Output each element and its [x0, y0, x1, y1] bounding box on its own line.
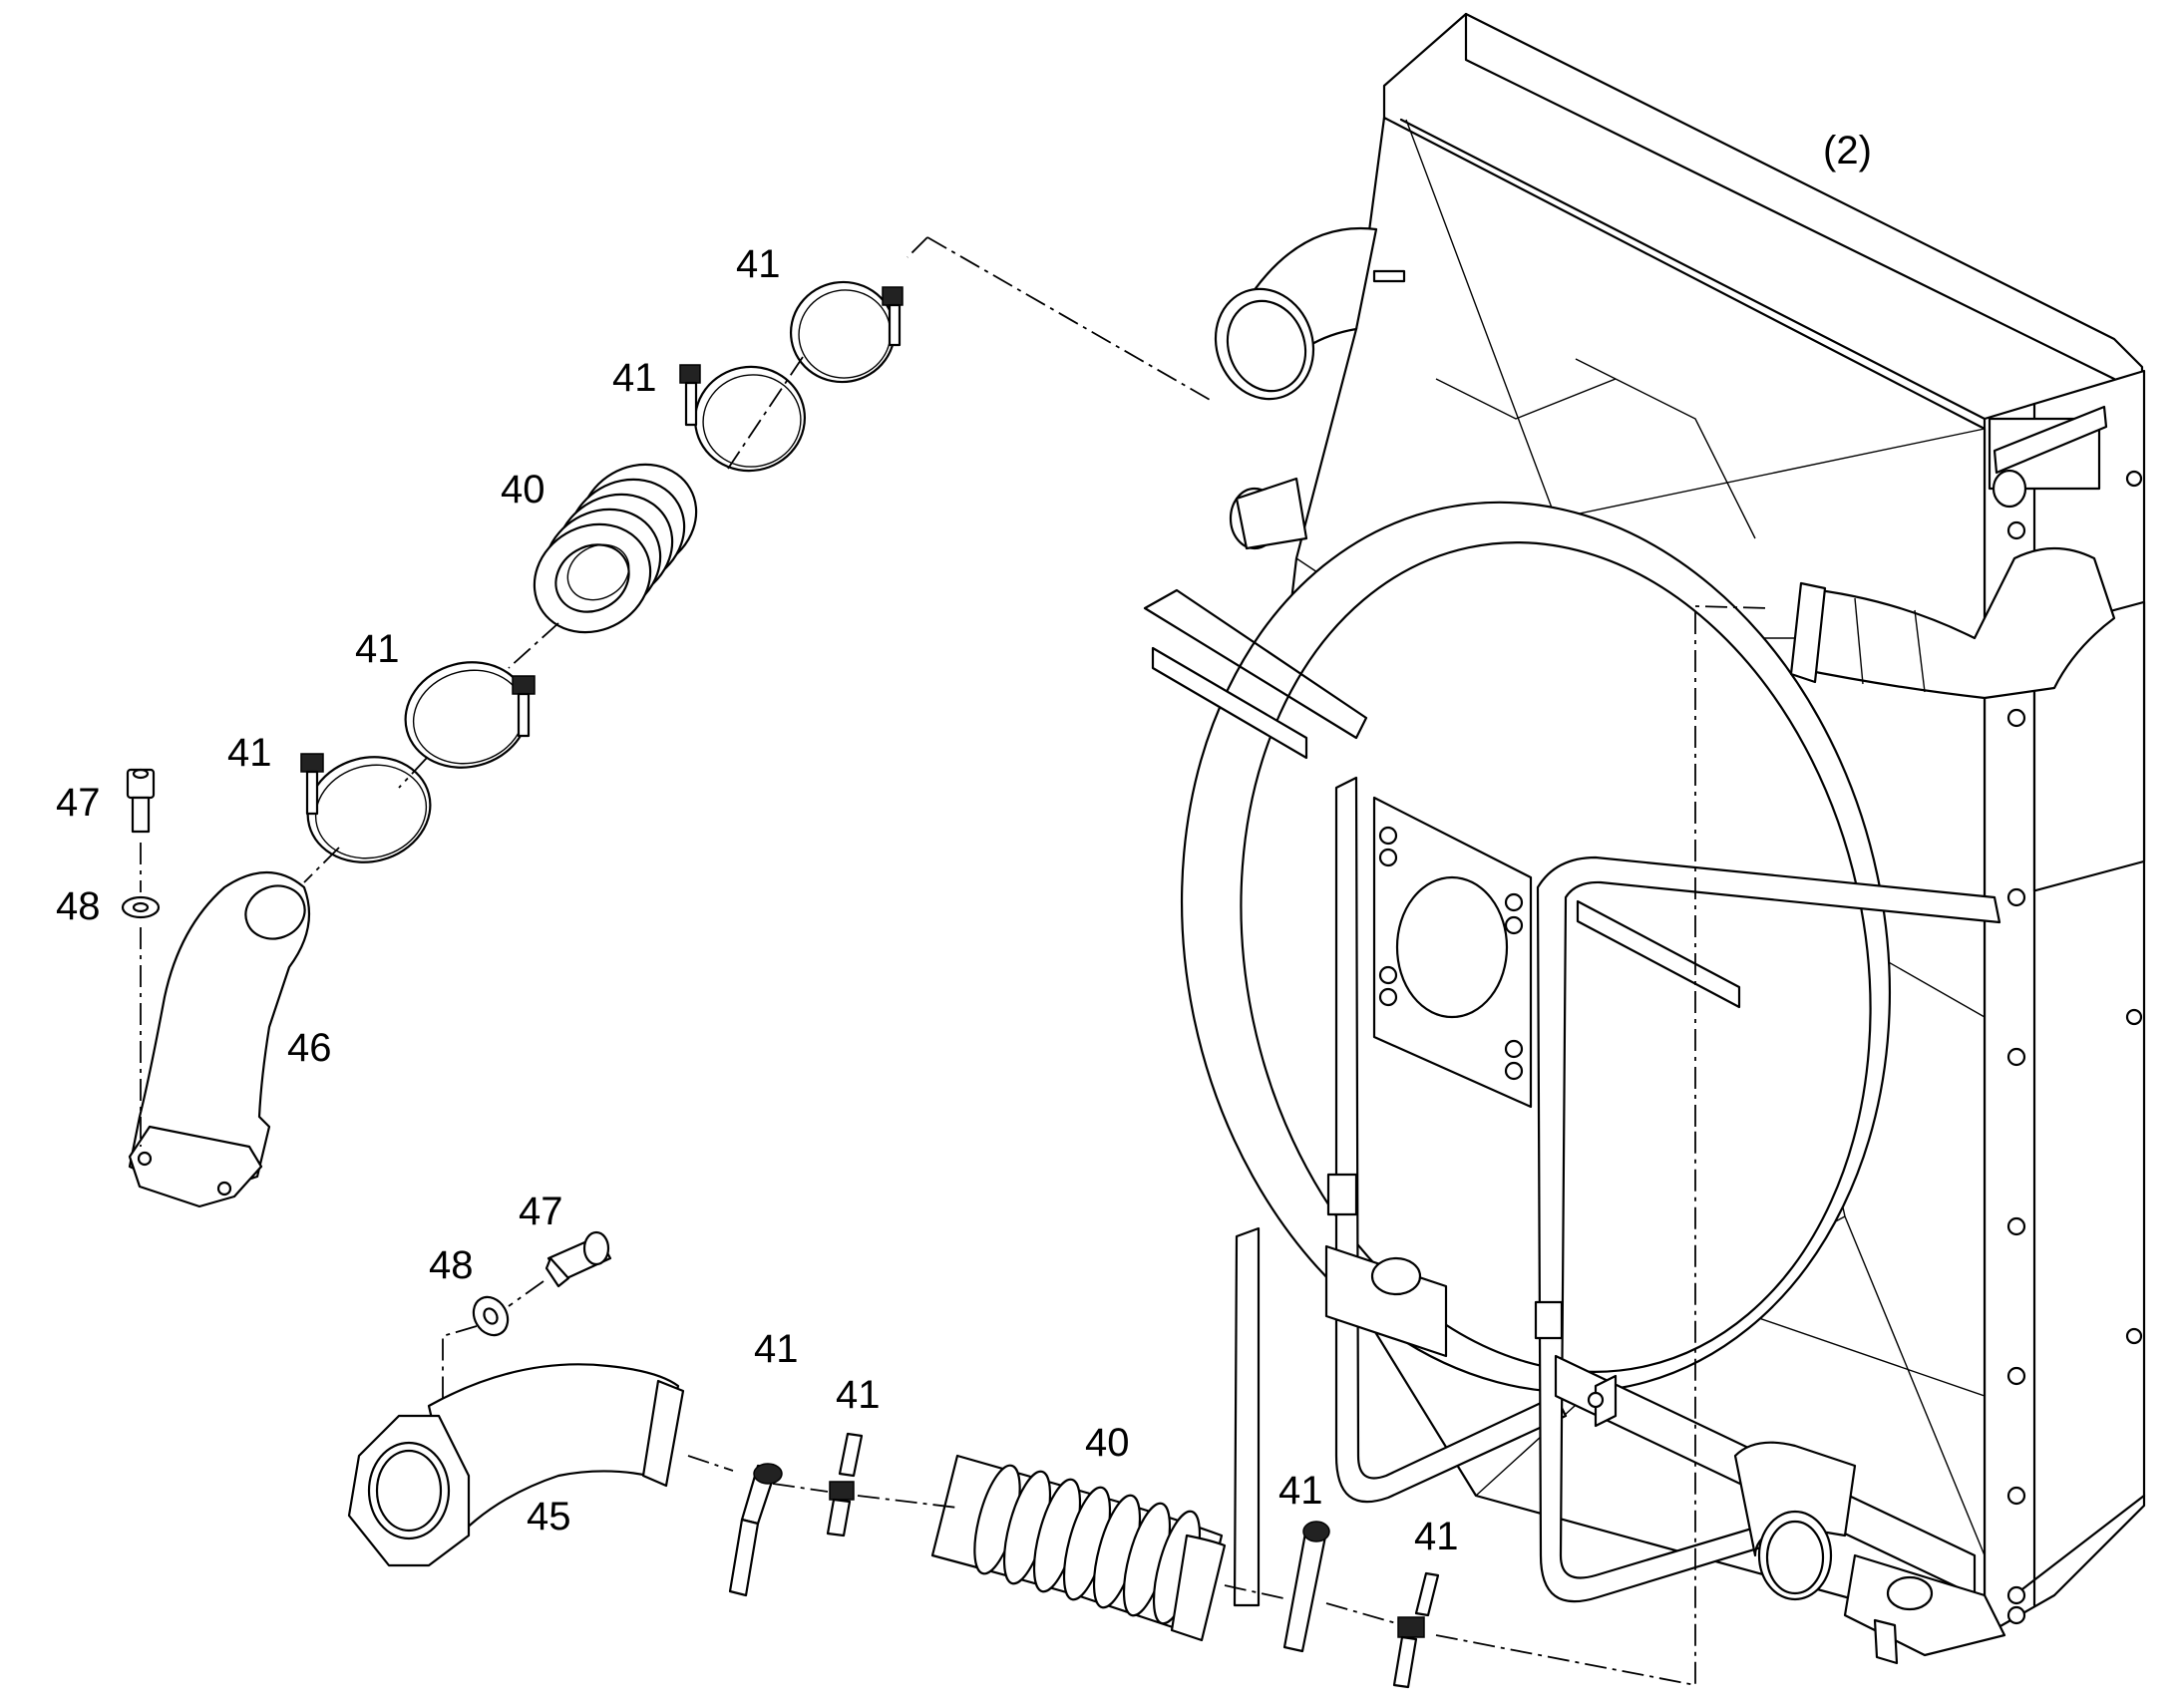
- motor-mount-plate: [1372, 796, 1533, 1109]
- radiator-assembly: [1143, 12, 2146, 1665]
- right-elbow-hose: [1789, 546, 2116, 700]
- hose-clamp-2: [679, 364, 807, 473]
- callout-41-f: 41: [836, 1373, 881, 1417]
- callout-41-h: 41: [1414, 1515, 1459, 1558]
- hose-clamp-5: [728, 1463, 783, 1597]
- assembly-label: (2): [1823, 129, 1872, 172]
- callout-46: 46: [287, 1026, 332, 1070]
- cap-screw-upper: [126, 768, 156, 834]
- intake-elbow-upper: [128, 870, 311, 1208]
- hose-clamp-4: [300, 753, 432, 863]
- guard-frame: [1143, 588, 2001, 1607]
- callout-45: 45: [527, 1495, 571, 1538]
- bellows-hose-lower: [930, 1454, 1227, 1642]
- hose-clamp-3: [404, 661, 536, 769]
- washer-lower: [472, 1295, 510, 1337]
- callout-48-upper: 48: [56, 884, 101, 928]
- hose-clamp-1: [789, 280, 904, 384]
- bottom-base: [1324, 1244, 2026, 1665]
- callout-41-c: 41: [355, 627, 400, 671]
- assembly-centerlines: [140, 236, 1771, 1687]
- hose-clamp-8: [1392, 1571, 1440, 1689]
- hose-clamp-6: [826, 1432, 864, 1537]
- callout-48-lower: 48: [429, 1243, 474, 1287]
- bellows-hose-upper: [533, 463, 698, 634]
- callout-47-upper: 47: [56, 781, 101, 825]
- intake-elbow-lower: [347, 1363, 685, 1567]
- callout-41-b: 41: [612, 356, 657, 400]
- cap-screw-lower: [545, 1230, 612, 1288]
- callout-40-upper: 40: [501, 468, 545, 512]
- callout-47-lower: 47: [519, 1190, 563, 1233]
- callout-41-e: 41: [754, 1327, 799, 1371]
- hose-clamp-7: [1282, 1521, 1330, 1653]
- callout-41-a: 41: [736, 242, 781, 286]
- callout-41-d: 41: [227, 731, 272, 775]
- washer-upper: [121, 895, 161, 919]
- callout-41-g: 41: [1278, 1469, 1323, 1513]
- upper-inlet-stub: [1214, 226, 1406, 401]
- callout-40-lower: 40: [1085, 1421, 1130, 1465]
